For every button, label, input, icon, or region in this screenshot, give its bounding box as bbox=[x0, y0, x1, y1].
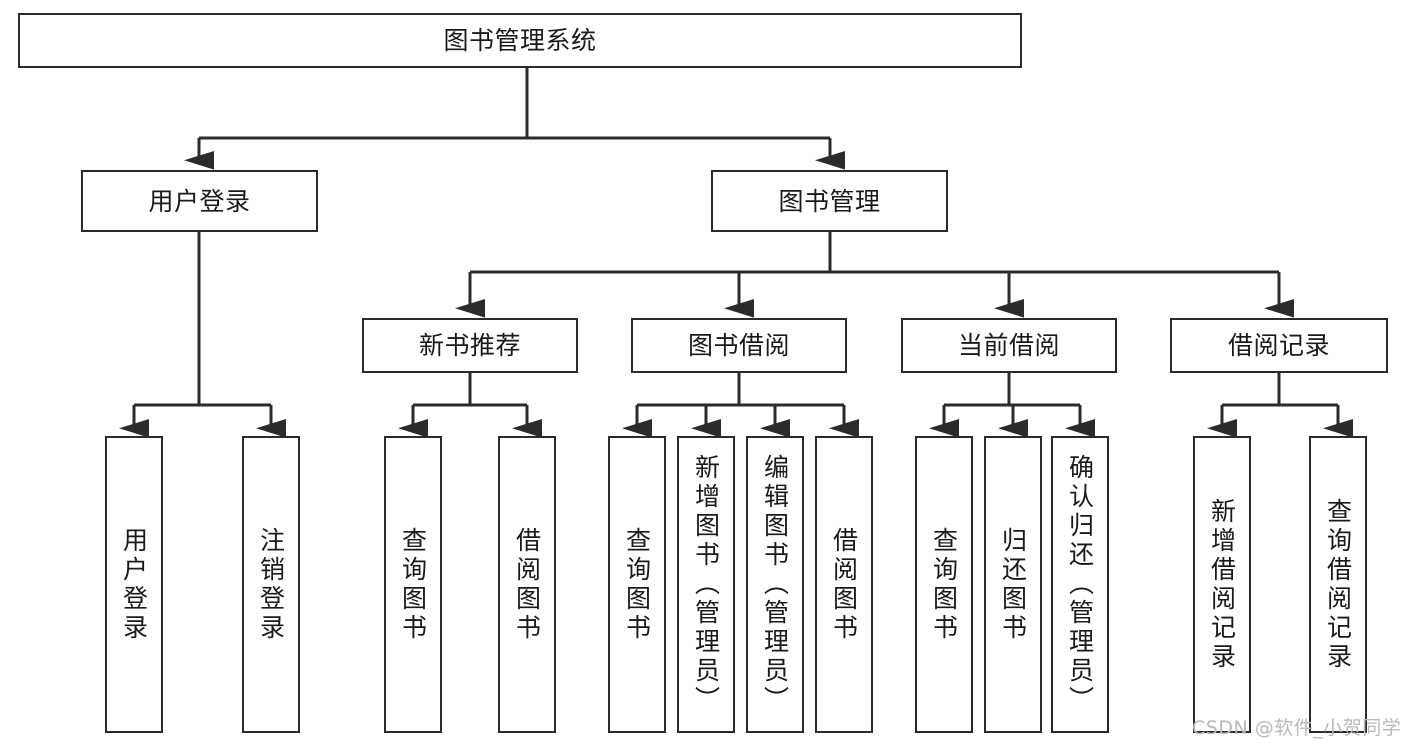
node-user-login[interactable]: 用户登录 bbox=[81, 170, 318, 232]
node-label: 归还图书 bbox=[998, 526, 1028, 643]
node-leaf-borrow-book-1[interactable]: 借阅图书 bbox=[498, 436, 556, 733]
node-label: 查询图书 bbox=[622, 526, 652, 643]
node-label: 编辑图书（管理员） bbox=[760, 454, 790, 715]
csdn-watermark: CSDN @软件_小贺同学 bbox=[1192, 713, 1401, 740]
node-leaf-return-book[interactable]: 归还图书 bbox=[984, 436, 1042, 733]
node-label: 图书管理 bbox=[778, 186, 881, 216]
node-label: 借阅图书 bbox=[829, 526, 859, 643]
node-label: 新书推荐 bbox=[418, 331, 521, 360]
node-label: 查询图书 bbox=[398, 526, 428, 643]
node-label: 查询图书 bbox=[929, 526, 959, 643]
node-label: 确认归还（管理员） bbox=[1065, 454, 1095, 715]
node-label: 当前借阅 bbox=[957, 331, 1060, 360]
node-leaf-logout-login[interactable]: 注销登录 bbox=[242, 436, 300, 733]
node-leaf-query-record[interactable]: 查询借阅记录 bbox=[1309, 436, 1367, 733]
node-label: 查询借阅记录 bbox=[1323, 497, 1353, 672]
node-leaf-query-book-2[interactable]: 查询图书 bbox=[608, 436, 666, 733]
node-label: 借阅记录 bbox=[1227, 331, 1330, 360]
node-leaf-edit-book[interactable]: 编辑图书（管理员） bbox=[746, 436, 804, 733]
node-current-borrow[interactable]: 当前借阅 bbox=[901, 318, 1117, 373]
node-book-manage[interactable]: 图书管理 bbox=[711, 170, 948, 232]
node-leaf-query-book-1[interactable]: 查询图书 bbox=[384, 436, 442, 733]
node-book-borrow[interactable]: 图书借阅 bbox=[631, 318, 847, 373]
node-borrow-record[interactable]: 借阅记录 bbox=[1170, 318, 1388, 373]
node-leaf-add-book[interactable]: 新增图书（管理员） bbox=[677, 436, 735, 733]
node-root-system[interactable]: 图书管理系统 bbox=[18, 13, 1022, 68]
node-label: 注销登录 bbox=[256, 526, 286, 643]
node-label: 新增图书（管理员） bbox=[691, 454, 721, 715]
node-label: 图书管理系统 bbox=[443, 26, 597, 55]
node-leaf-borrow-book-2[interactable]: 借阅图书 bbox=[815, 436, 873, 733]
node-leaf-user-login[interactable]: 用户登录 bbox=[105, 436, 163, 733]
node-leaf-confirm-return[interactable]: 确认归还（管理员） bbox=[1051, 436, 1109, 733]
node-leaf-query-book-3[interactable]: 查询图书 bbox=[915, 436, 973, 733]
node-label: 图书借阅 bbox=[687, 331, 790, 360]
node-label: 用户登录 bbox=[148, 186, 251, 216]
watermark-text: CSDN @软件_小贺同学 bbox=[1192, 717, 1402, 739]
node-label: 借阅图书 bbox=[512, 526, 542, 643]
node-new-book-recommend[interactable]: 新书推荐 bbox=[362, 318, 578, 373]
node-label: 用户登录 bbox=[119, 526, 149, 643]
node-label: 新增借阅记录 bbox=[1207, 497, 1237, 672]
node-leaf-add-record[interactable]: 新增借阅记录 bbox=[1193, 436, 1251, 733]
